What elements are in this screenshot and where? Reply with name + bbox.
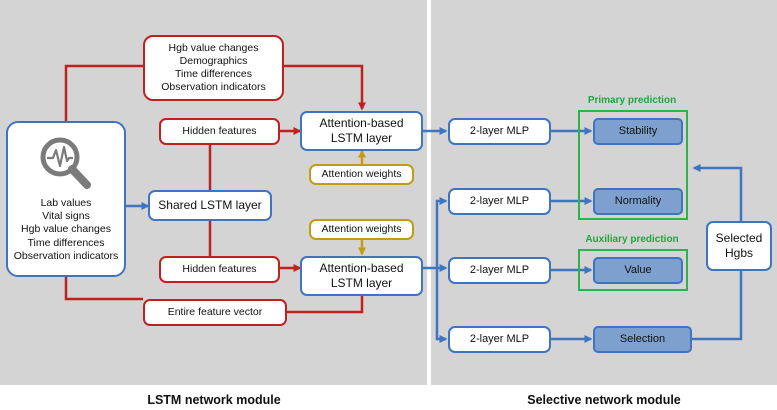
selected-hgbs-line: Selected [715, 231, 763, 245]
hidden-features-top-box: Hidden features [159, 118, 280, 145]
stability-output-box: Stability [593, 118, 683, 145]
attention-weights-top-label: Attention weights [321, 167, 402, 180]
value-output-box: Value [593, 257, 683, 284]
hidden-features-top-label: Hidden features [182, 124, 257, 137]
shared-lstm-box: Shared LSTM layer [148, 190, 272, 221]
shared-lstm-label: Shared LSTM layer [158, 198, 262, 212]
static-feature-line: Time differences [174, 68, 253, 80]
mlp-label: 2-layer MLP [469, 124, 530, 137]
input-feature-line: Time differences [27, 236, 105, 249]
attention-weights-top-box: Attention weights [309, 164, 414, 185]
attention-lstm-bottom-line: LSTM layer [330, 276, 393, 290]
attention-lstm-top-line: Attention-based [319, 116, 404, 130]
input-feature-line: Vital signs [42, 210, 90, 223]
input-feature-line: Lab values [40, 197, 92, 210]
primary-prediction-group [578, 110, 688, 220]
attention-lstm-top-line: LSTM layer [330, 131, 393, 145]
mlp-label: 2-layer MLP [469, 194, 530, 207]
attention-lstm-bottom-box: Attention-based LSTM layer [300, 256, 423, 296]
lstm-module-caption: LSTM network module [147, 393, 281, 407]
mlp-normality-box: 2-layer MLP [448, 188, 551, 215]
hidden-features-bottom-label: Hidden features [182, 262, 257, 275]
mlp-label: 2-layer MLP [469, 332, 530, 345]
selected-hgbs-box: Selected Hgbs [706, 221, 772, 271]
static-feature-line: Hgb value changes [168, 41, 259, 54]
input-features-box: Lab values Vital signs Hgb value changes… [6, 121, 126, 277]
normality-output-box: Normality [593, 188, 683, 215]
static-feature-line: Demographics [179, 54, 248, 67]
value-label: Value [624, 263, 652, 276]
selection-label: Selection [619, 332, 666, 345]
primary-prediction-label: Primary prediction [587, 95, 677, 106]
mlp-value-box: 2-layer MLP [448, 257, 551, 284]
entire-feature-vector-label: Entire feature vector [167, 305, 263, 318]
attention-weights-bottom-box: Attention weights [309, 219, 414, 240]
normality-label: Normality [614, 194, 662, 207]
selection-output-box: Selection [593, 326, 692, 353]
selective-module-caption: Selective network module [527, 393, 681, 407]
static-feature-line: Observation indicators [161, 81, 266, 94]
mlp-selection-box: 2-layer MLP [448, 326, 551, 353]
attention-weights-bottom-label: Attention weights [321, 222, 402, 235]
attention-lstm-bottom-line: Attention-based [319, 261, 404, 275]
hidden-features-bottom-box: Hidden features [159, 256, 280, 283]
magnifier-pulse-icon [40, 137, 91, 190]
input-feature-line: Observation indicators [13, 249, 119, 262]
input-feature-line: Hgb value changes [21, 223, 111, 236]
selected-hgbs-line: Hgbs [724, 246, 753, 260]
entire-feature-vector-box: Entire feature vector [143, 299, 287, 326]
auxiliary-prediction-group [578, 249, 688, 291]
stability-label: Stability [618, 124, 658, 137]
static-features-box: Hgb value changes Demographics Time diff… [143, 35, 284, 101]
mlp-stability-box: 2-layer MLP [448, 118, 551, 145]
attention-lstm-top-box: Attention-based LSTM layer [300, 111, 423, 151]
auxiliary-prediction-label: Auxiliary prediction [585, 234, 679, 245]
mlp-label: 2-layer MLP [469, 263, 530, 276]
